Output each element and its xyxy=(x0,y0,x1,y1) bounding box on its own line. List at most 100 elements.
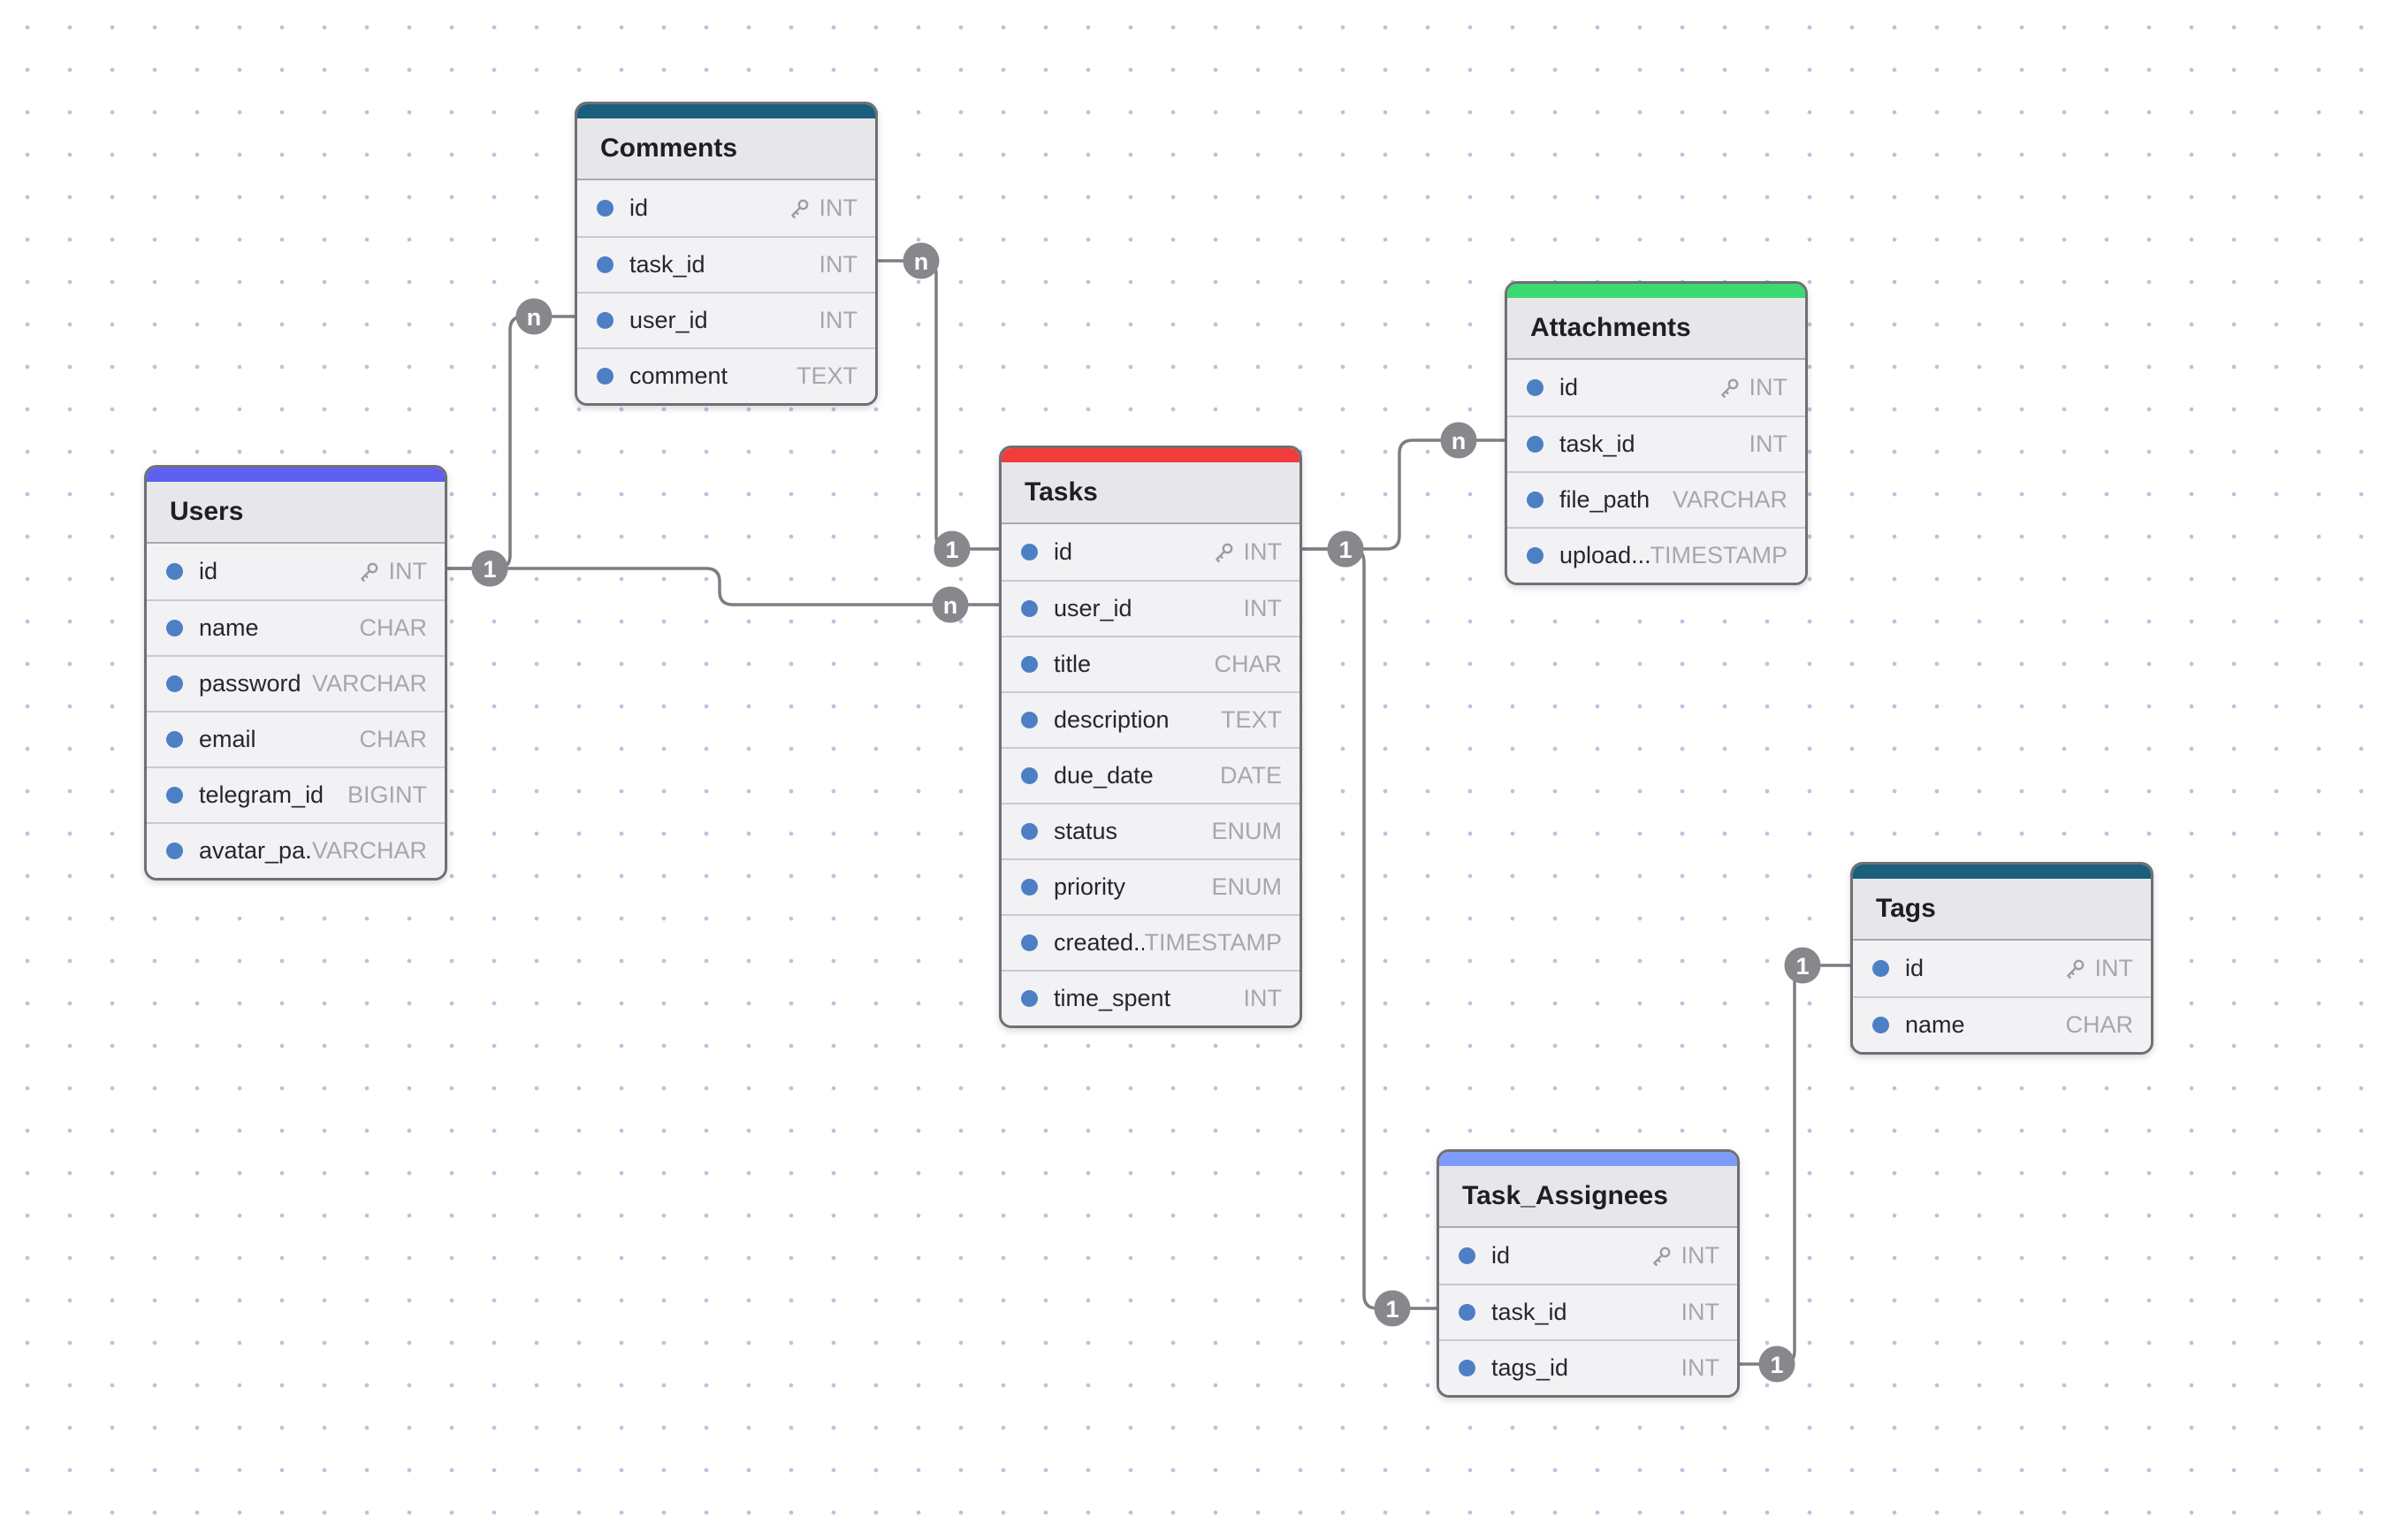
field-name: id xyxy=(1559,374,1579,400)
field-type: INT xyxy=(819,307,858,334)
field-type-label: INT xyxy=(1681,1354,1720,1381)
field-dot-icon xyxy=(597,200,614,217)
field-type: CHAR xyxy=(359,614,427,642)
table-accent-bar xyxy=(1439,1152,1737,1166)
field-type-label: VARCHAR xyxy=(1672,486,1787,513)
field-row-tasks-created[interactable]: created...TIMESTAMP xyxy=(1002,914,1300,970)
cardinality-badge-circle xyxy=(1784,947,1821,984)
cardinality-badge: 1 xyxy=(1758,1346,1795,1383)
field-dot-icon xyxy=(1527,436,1544,453)
cardinality-badge: n xyxy=(932,586,969,623)
field-dot-icon xyxy=(1021,767,1038,784)
field-type: CHAR xyxy=(2065,1011,2133,1039)
cardinality-badge: 1 xyxy=(934,530,971,568)
field-name: id xyxy=(1054,538,1073,565)
primary-key-icon xyxy=(1720,378,1738,398)
field-type: INT xyxy=(1244,985,1283,1012)
cardinality-badge-circle xyxy=(1327,530,1364,568)
field-type-label: INT xyxy=(1243,985,1283,1011)
cardinality-badge-label: 1 xyxy=(1338,537,1352,563)
field-row-attachments-upload[interactable]: upload...TIMESTAMP xyxy=(1507,527,1805,583)
field-type: TIMESTAMP xyxy=(1144,929,1282,957)
relationship-wire-tasks-task_assignees[interactable] xyxy=(1302,547,1437,1310)
cardinality-badge-label: 1 xyxy=(945,537,958,563)
field-name: email xyxy=(199,726,256,752)
field-dot-icon xyxy=(1021,656,1038,673)
table-title: Task_Assignees xyxy=(1439,1166,1737,1228)
field-type-label: CHAR xyxy=(2065,1011,2133,1038)
cardinality-badge-label: 1 xyxy=(1770,1352,1783,1378)
cardinality-badge-label: n xyxy=(943,592,958,619)
field-name: id xyxy=(629,194,649,221)
field-row-task_assignees-task_id[interactable]: task_id INT xyxy=(1439,1284,1737,1339)
field-name: avatar_pa... xyxy=(199,837,312,864)
field-type-label: TIMESTAMP xyxy=(1650,542,1787,568)
field-type: INT xyxy=(1681,1299,1720,1326)
relationship-wire-tags-task_assignees[interactable] xyxy=(1740,964,1850,1366)
field-name: file_path xyxy=(1559,486,1650,513)
field-name: priority xyxy=(1054,873,1126,900)
field-name: task_id xyxy=(1491,1299,1567,1325)
field-type: VARCHAR xyxy=(312,670,427,698)
relationship-wire-users-tasks[interactable] xyxy=(447,567,999,606)
table-accent-bar xyxy=(577,104,875,118)
field-type-label: INT xyxy=(1243,595,1283,621)
cardinality-badge-circle xyxy=(903,242,940,279)
field-dot-icon xyxy=(1021,712,1038,728)
field-name: time_spent xyxy=(1054,985,1171,1011)
relationship-wire-users-comments[interactable] xyxy=(447,315,575,570)
field-dot-icon xyxy=(166,675,183,692)
relationship-wire-tasks-attachments[interactable] xyxy=(1302,438,1505,551)
field-dot-icon xyxy=(1459,1304,1475,1321)
field-name: comment xyxy=(629,362,728,389)
field-type-label: INT xyxy=(388,558,428,584)
field-type: INT xyxy=(1649,1242,1719,1269)
field-type-label: INT xyxy=(1243,538,1283,565)
primary-key-icon xyxy=(1652,1246,1670,1266)
table-accent-bar xyxy=(1507,284,1805,298)
field-name: status xyxy=(1054,818,1118,844)
field-row-users-avatar_pa[interactable]: avatar_pa...VARCHAR xyxy=(147,822,445,878)
field-row-attachments-file_path[interactable]: file_path VARCHAR xyxy=(1507,471,1805,527)
field-row-tasks-time_spent[interactable]: time_spent INT xyxy=(1002,970,1300,1025)
table-title: Tags xyxy=(1853,879,2151,941)
cardinality-badge: 1 xyxy=(1374,1290,1411,1327)
table-accent-bar xyxy=(1853,865,2151,879)
field-type-label: INT xyxy=(819,251,858,278)
field-row-tasks-id[interactable]: id INT xyxy=(1002,524,1300,580)
relationship-wire-comments-tasks[interactable] xyxy=(878,259,999,551)
field-name: upload... xyxy=(1559,542,1650,568)
field-dot-icon xyxy=(1021,990,1038,1007)
